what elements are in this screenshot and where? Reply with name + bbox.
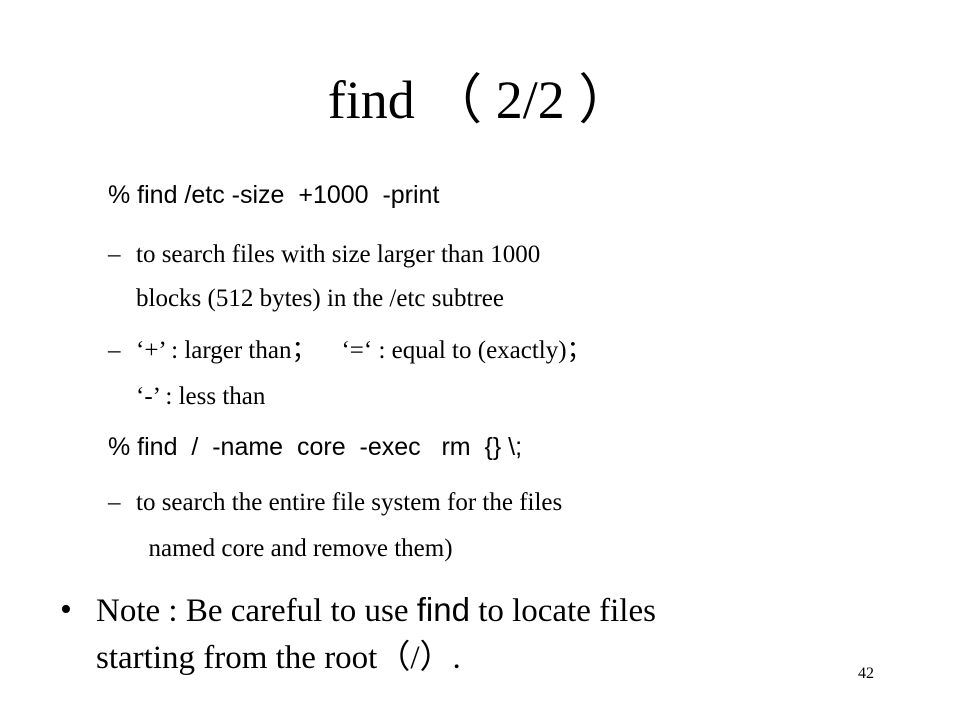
dash-marker: – — [108, 337, 121, 364]
dash-marker: – — [108, 241, 121, 268]
dash-marker: – — [108, 489, 121, 516]
note-text: Note : Be careful to use — [96, 593, 417, 629]
page-number: 42 — [858, 665, 874, 682]
command-find-exec: % find / -name core -exec rm {} \; — [108, 433, 523, 461]
note-line-2: starting from the root（/）. — [96, 640, 461, 676]
slide-title: find （ 2/2 ） — [327, 70, 633, 130]
note-line-1: Note : Be careful to use find to locate … — [96, 590, 656, 631]
sub-item-line: blocks (512 bytes) in the /etc subtree — [136, 285, 504, 312]
bullet-marker: • — [60, 591, 72, 628]
note-keyword-find: find — [416, 591, 470, 628]
note-text: to locate files — [469, 593, 656, 629]
sub-item-line: to search the entire file system for the… — [136, 489, 563, 516]
sub-item-line: ‘+’ : larger than； ‘=‘ : equal to (exact… — [136, 337, 592, 364]
sub-item-line: named core and remove them) — [136, 535, 453, 562]
sub-item-line: ‘-’ : less than — [136, 383, 266, 410]
command-find-size: % find /etc -size +1000 -print — [108, 181, 440, 209]
sub-item-line: to search files with size larger than 10… — [136, 241, 541, 268]
